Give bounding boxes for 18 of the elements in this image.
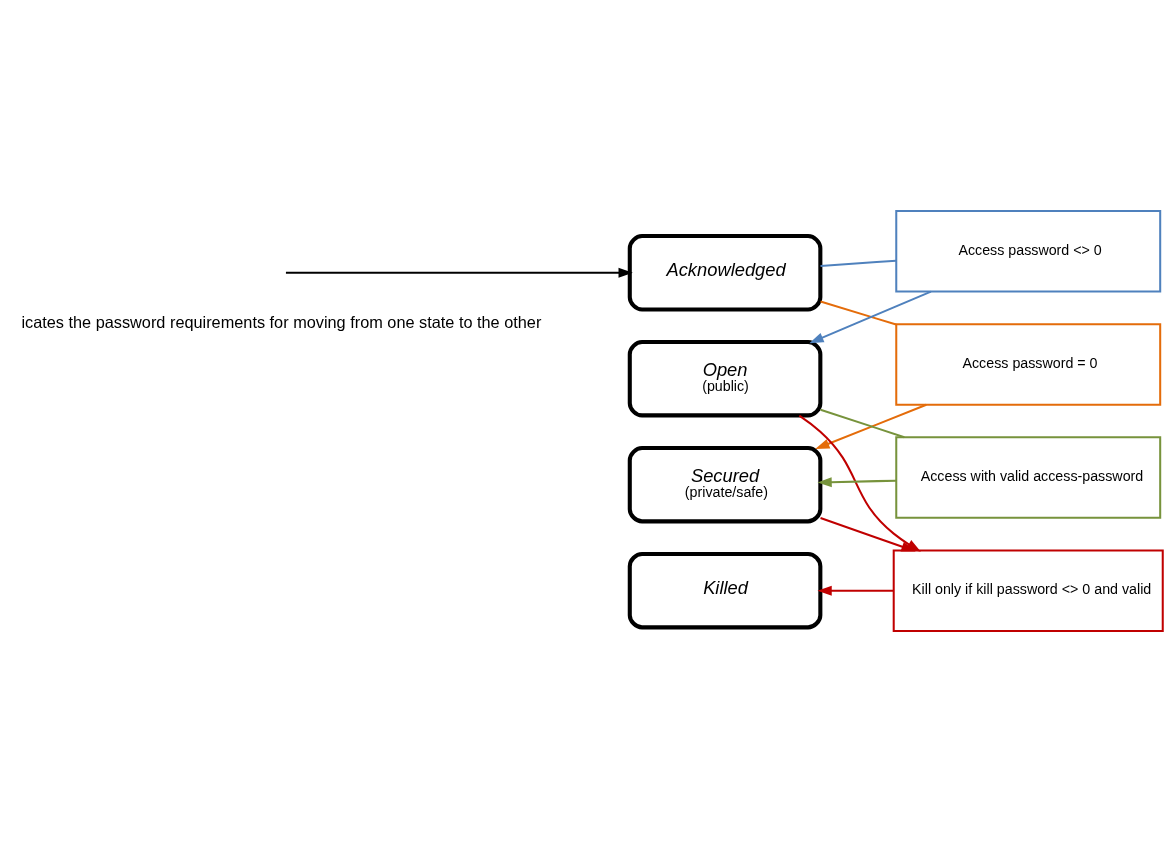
- node-box: Open (public): [627, 339, 823, 417]
- connector: [820, 408, 905, 438]
- node-box: Access with valid access-password: [895, 435, 1162, 519]
- node-box: Access password <> 0: [895, 209, 1162, 293]
- arrow: [820, 516, 916, 551]
- node-box: Kill only if kill password <> 0 and valid: [892, 548, 1164, 632]
- connector: [820, 259, 897, 267]
- arrow: [817, 476, 897, 487]
- arrow: [285, 267, 633, 278]
- arrow: [809, 290, 932, 343]
- connector: [820, 300, 897, 325]
- node-box: Acknowledged: [627, 233, 823, 311]
- node-box: Access password = 0: [895, 322, 1162, 406]
- label: icates the password requirements for moving from one state to the other: [21, 312, 542, 331]
- arrow: [817, 585, 894, 596]
- arrow: [815, 403, 927, 449]
- node-box: Secured (private/safe): [627, 445, 823, 523]
- node-box: Killed: [627, 551, 823, 629]
